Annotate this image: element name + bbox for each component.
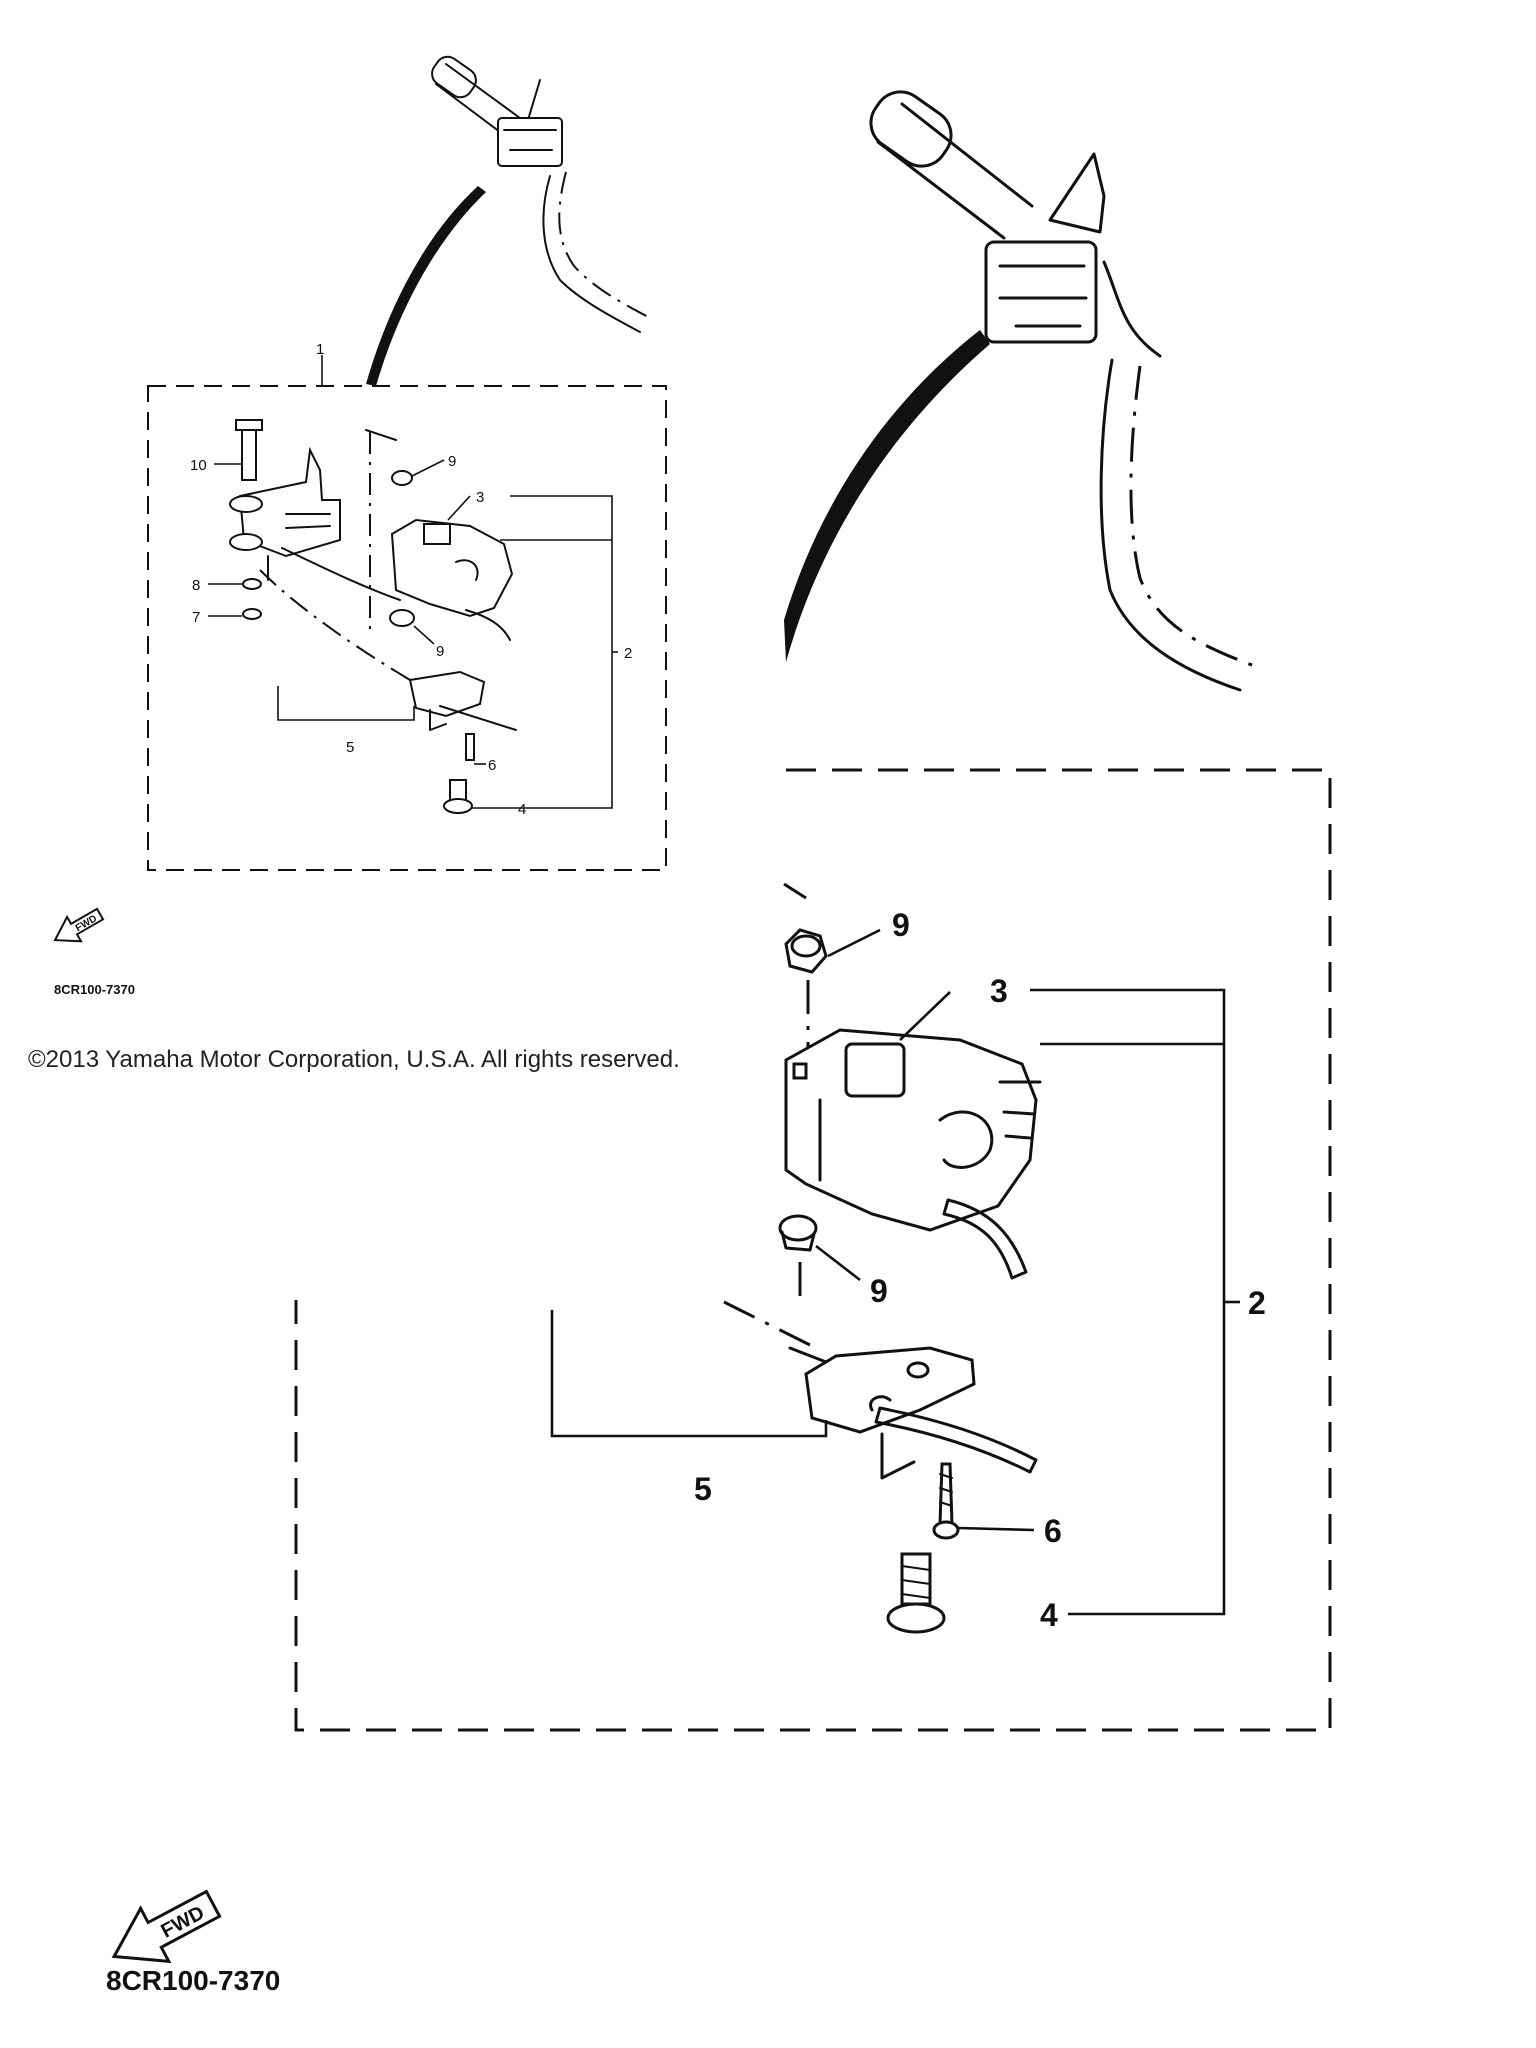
callout-7: 7 (192, 609, 200, 626)
large-callout-5: 5 (694, 1471, 712, 1507)
small-nut-7 (208, 608, 262, 620)
copyright-notice: ©2013 Yamaha Motor Corporation, U.S.A. A… (28, 1046, 680, 1073)
small-part-code: 8CR100-7370 (54, 982, 135, 997)
small-handlebar (366, 55, 651, 386)
small-assembly-frame (147, 385, 667, 871)
large-callout-6: 6 (1044, 1513, 1062, 1549)
small-stop-switch (277, 670, 517, 731)
small-nut-9-bottom (389, 609, 435, 645)
callout-9-top: 9 (448, 453, 456, 470)
large-callout-9-top: 9 (892, 907, 910, 943)
large-callout-4: 4 (1040, 1597, 1058, 1633)
small-view: 1 2 3 4 5 6 7 8 9 9 10 FWD 8CR100-7370 (53, 55, 667, 997)
large-callout-9-bottom: 9 (870, 1273, 888, 1309)
large-callout-3: 3 (990, 973, 1008, 1009)
callout-8: 8 (192, 577, 200, 594)
callout-9-bottom: 9 (436, 643, 444, 660)
small-switch-body (390, 495, 514, 641)
large-bolt-4 (886, 1552, 946, 1634)
small-bolt-4 (443, 779, 473, 814)
part-code: 8CR100-7370 (106, 1965, 280, 1996)
large-stop-switch (550, 1310, 1038, 1480)
large-handlebar (784, 90, 1261, 692)
large-switch-body (784, 991, 1042, 1280)
small-bolt-10 (214, 419, 263, 481)
small-throttle-lever (229, 446, 341, 581)
small-nut-9-top (391, 459, 445, 486)
callout-1: 1 (316, 341, 324, 358)
callout-2: 2 (624, 645, 632, 662)
callout-4: 4 (518, 801, 526, 818)
callout-5: 5 (346, 739, 354, 756)
large-assembly: 2 3 4 5 6 9 9 (294, 768, 1332, 1732)
large-callout-2: 2 (1248, 1285, 1266, 1321)
svg-text:FWD: FWD (74, 913, 99, 934)
callout-10: 10 (190, 457, 207, 474)
callout-3: 3 (476, 489, 484, 506)
large-screw-6 (932, 1462, 1035, 1540)
callout-6: 6 (488, 757, 496, 774)
small-fwd-arrow-icon: FWD (53, 907, 105, 943)
large-nut-9-bottom (778, 1214, 861, 1282)
large-nut-9-top (784, 928, 881, 974)
small-washer-8 (208, 578, 262, 590)
small-screw-6 (465, 733, 486, 765)
